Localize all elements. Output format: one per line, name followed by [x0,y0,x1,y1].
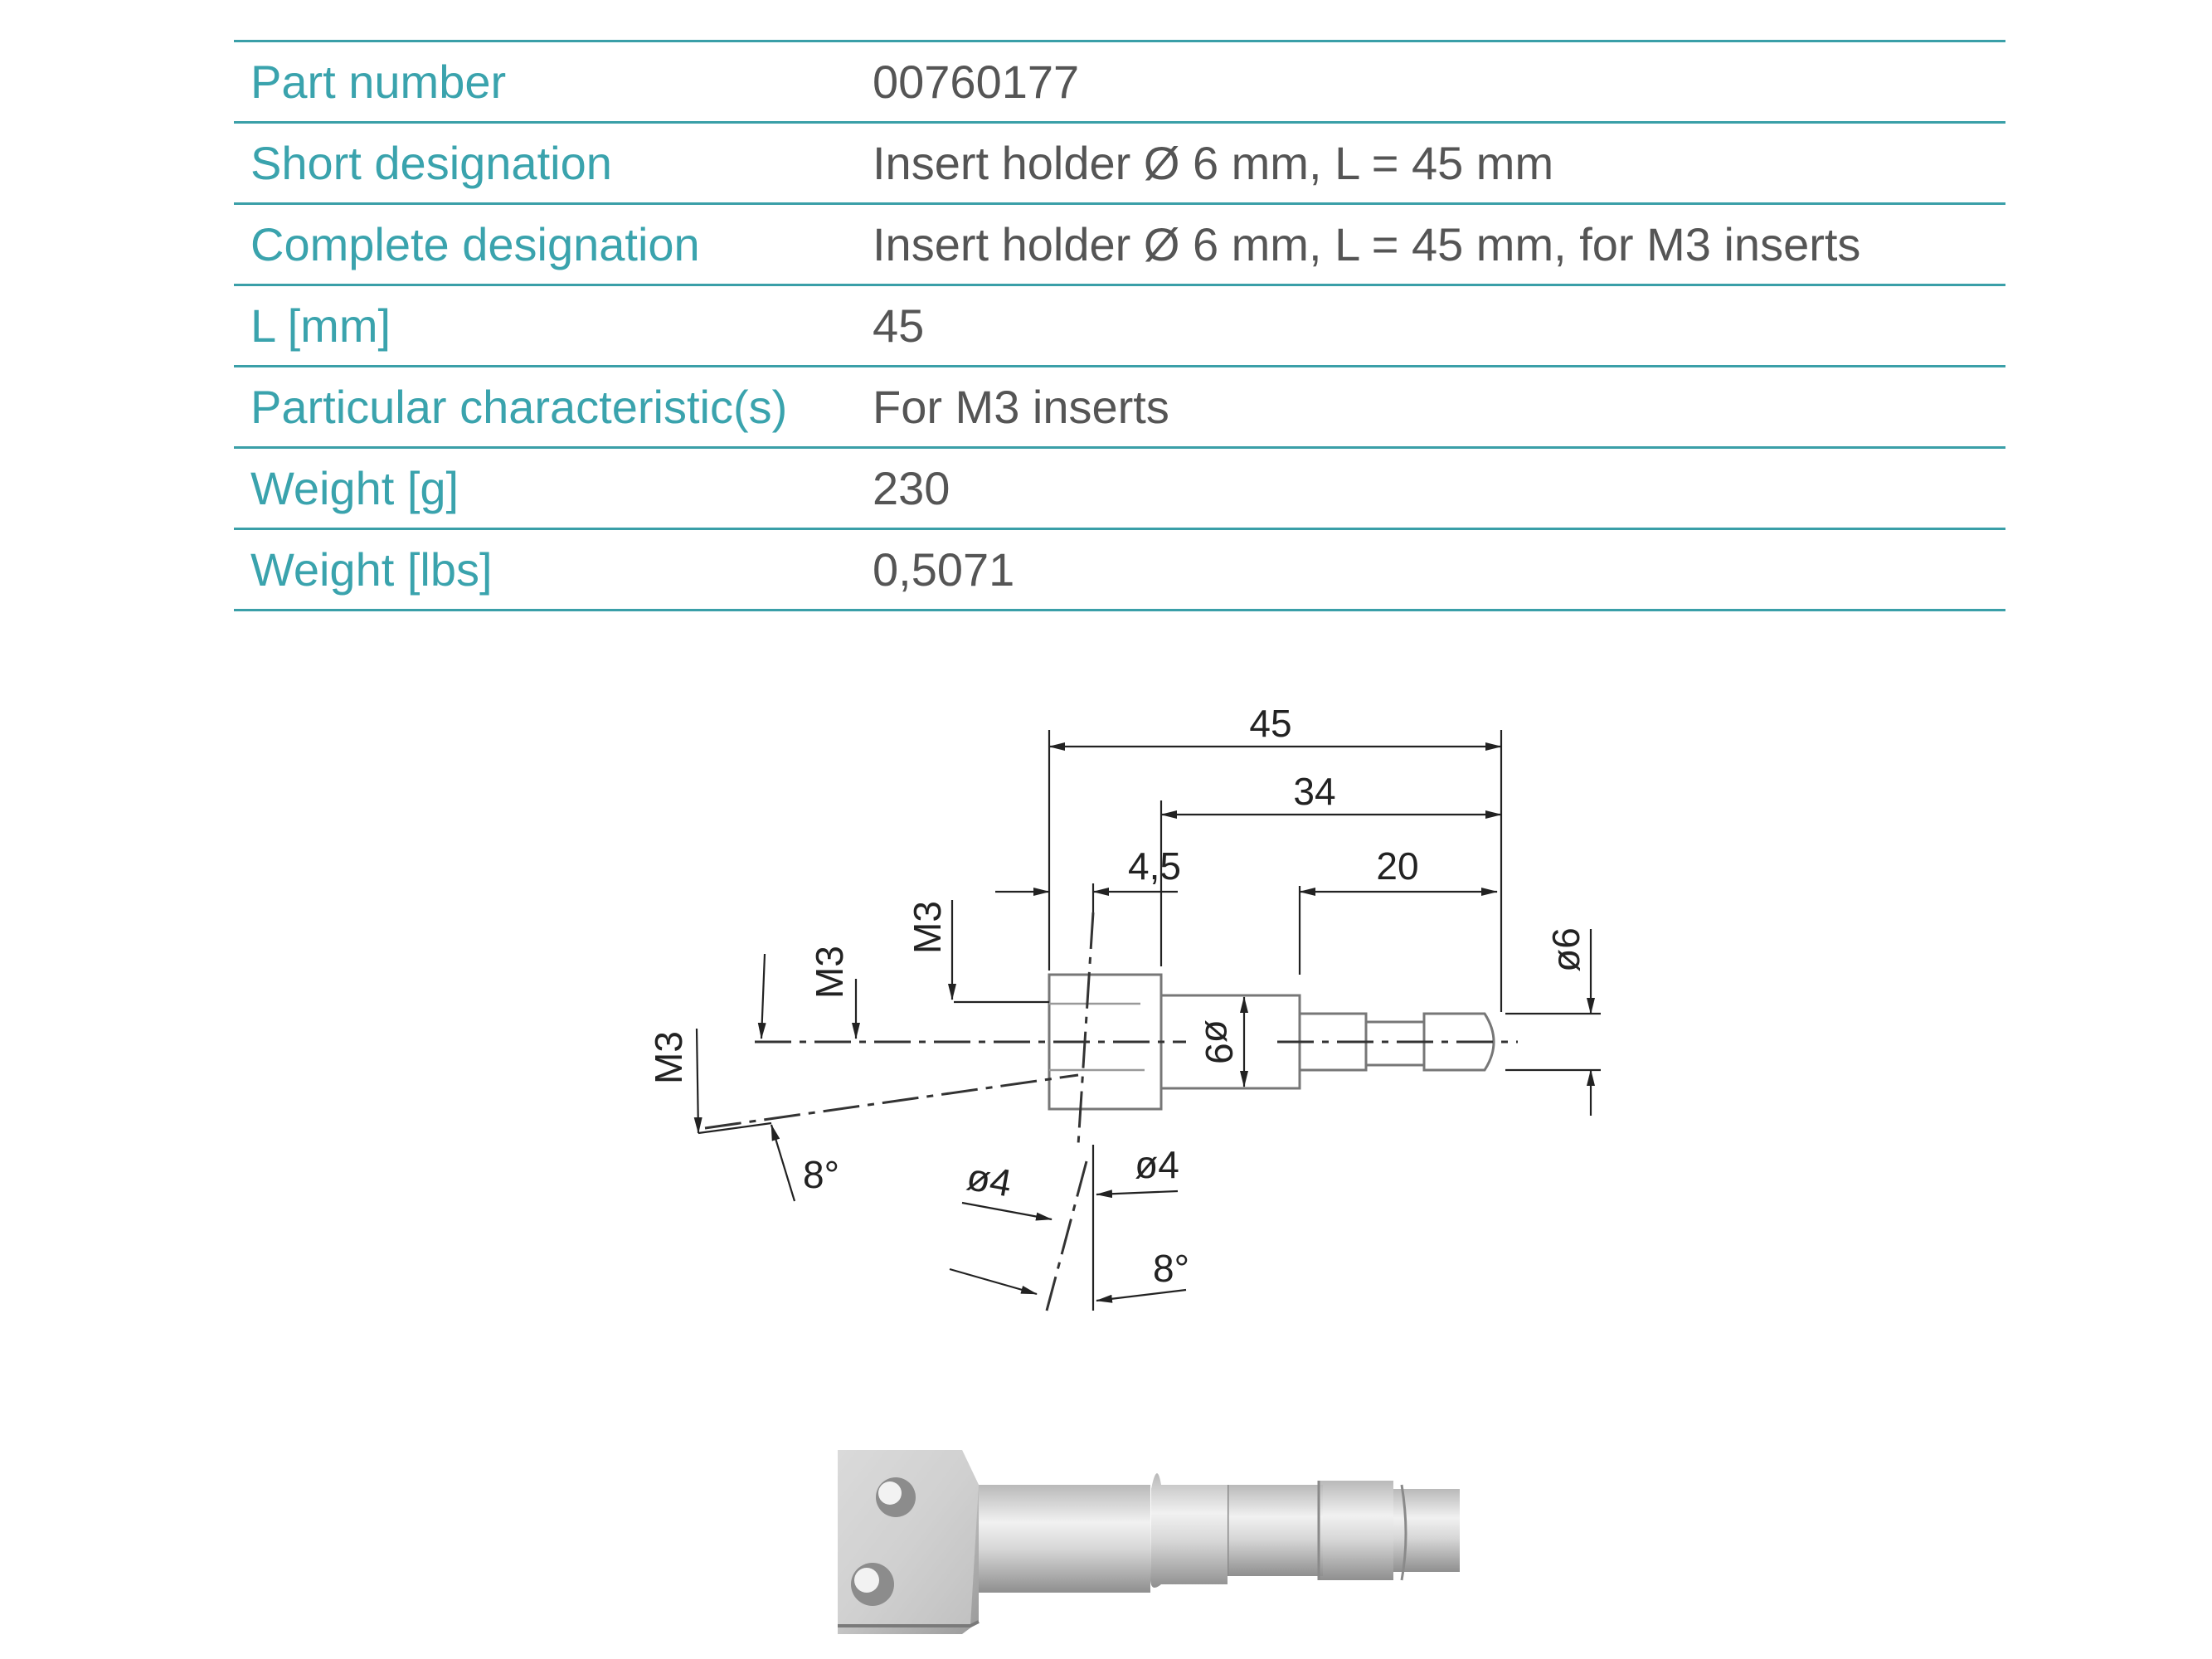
dimension-label-4-5: 4,5 [1128,844,1181,888]
spec-label: L [mm] [250,299,391,352]
angle-arrow-left [770,1124,796,1202]
angle-arrow-bottom-right [1096,1288,1187,1303]
dimension-label-20: 20 [1376,844,1418,888]
spec-value: Insert holder Ø 6 mm, L = 45 mm, for M3 … [873,218,1861,270]
reference-line-m3-left [698,1121,772,1135]
leader-m3-mid-left [757,953,766,1039]
product-photo [838,1450,1460,1634]
dimension-label-45: 45 [1249,702,1291,745]
spec-label: Part number [250,56,507,108]
spec-row-short-designation: Short designation Insert holder Ø 6 mm, … [234,122,2005,204]
spec-row-complete-designation: Complete designation Insert holder Ø 6 m… [234,203,2005,285]
dimension-arrow-dia4-left [961,1201,1053,1221]
centerline-vertical [1077,912,1095,1146]
dimension-label-dia9: ø9 [1198,1019,1241,1064]
spec-label: Weight [lbs] [250,543,493,596]
thread-label-m3-mid: M3 [808,946,851,999]
angle-label-bottom: 8° [1153,1247,1189,1290]
thread-label-m3-left: M3 [647,1031,690,1084]
spec-label: Complete designation [250,218,700,270]
thread-label-m3-top: M3 [906,901,949,954]
spec-value: 45 [873,299,925,352]
spec-value: For M3 inserts [873,381,1169,433]
spec-row-weight-lbs: Weight [lbs] 0,5071 [234,528,2005,611]
specifications-table: Part number 00760177 Short designation I… [234,40,2005,611]
angle-arrow-bottom-left [949,1267,1038,1296]
dimension-arrow-dia4-right [1096,1190,1179,1199]
spec-row-length: L [mm] 45 [234,285,2005,367]
dimension-label-dia6: ø6 [1544,927,1587,972]
spec-value: Insert holder Ø 6 mm, L = 45 mm [873,137,1554,189]
dimension-label-dia4-left: ø4 [964,1155,1015,1205]
centerline-angled-bottom [1045,1160,1088,1311]
leader-m3-left [693,1028,702,1134]
spec-row-part-number: Part number 00760177 [234,41,2005,123]
dimension-label-dia4-right: ø4 [1135,1143,1179,1186]
spec-value: 230 [873,462,950,514]
spec-row-characteristics: Particular characteristic(s) For M3 inse… [234,366,2005,448]
dimension-label-34: 34 [1293,770,1335,813]
spec-label: Weight [g] [250,462,459,514]
angle-label-left: 8° [803,1153,839,1196]
spec-label: Particular characteristic(s) [250,381,788,433]
spec-row-weight-g: Weight [g] 230 [234,447,2005,529]
spec-value: 00760177 [873,56,1080,108]
spec-value: 0,5071 [873,543,1015,596]
centerline-m3-angled [704,1073,1079,1130]
spec-label: Short designation [250,137,612,189]
